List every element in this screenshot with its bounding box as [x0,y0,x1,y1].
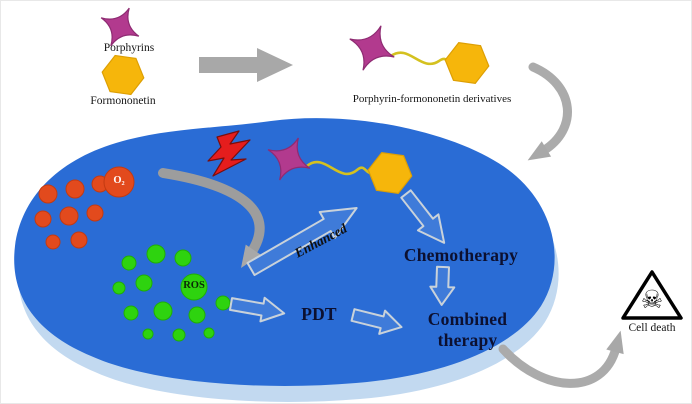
arrow-hexagon-to-chemotherapy [400,189,446,244]
derivative-conjugate [349,25,490,84]
oxygen-dots [34,166,135,250]
porphyrins-label: Porphyrins [103,42,155,54]
arrow-porphyrin-to-derivative [199,48,293,82]
arrow-enhanced [246,207,358,277]
pdt-label: PDT [301,304,337,324]
combined-therapy-label: Combined therapy [427,309,508,350]
derivative-star-icon [349,25,395,71]
cell-derivative-conjugate [267,137,413,194]
arrow-ros-to-pdt [228,296,286,323]
derivative-hexagon-icon [444,42,490,84]
ros-main-circle [180,273,208,301]
oxygen-label: O₂ [113,175,125,186]
arrow-chemotherapy-to-combined [429,265,456,306]
cell-derivative-linker-line [306,160,373,176]
arrow-star-to-ros [158,168,265,268]
cell-body [14,118,555,386]
ros-dots [112,244,231,342]
arrow-derivative-to-cell [527,62,572,161]
ros-label: ROS [183,280,205,291]
oxygen-o2-circle [103,166,135,198]
chemotherapy-label: Chemotherapy [403,245,519,265]
cell-derivative-hexagon-icon [367,152,413,194]
formononetin-hexagon-icon [101,54,145,96]
arrow-pdt-to-combined [350,308,403,335]
formononetin-label: Formononetin [90,95,156,107]
derivative-linker-line [390,51,454,66]
porphyrin-star-icon [100,7,140,47]
cell-death-label: Cell death [628,322,676,334]
derivatives-label: Porphyrin-formononetin derivatives [352,93,512,105]
arrow-cell-to-death [498,330,624,388]
skull-warning-triangle [621,270,683,320]
cell-derivative-star-icon [267,137,311,181]
skull-icon: ☠ [640,287,664,314]
lightning-icon [207,130,251,177]
